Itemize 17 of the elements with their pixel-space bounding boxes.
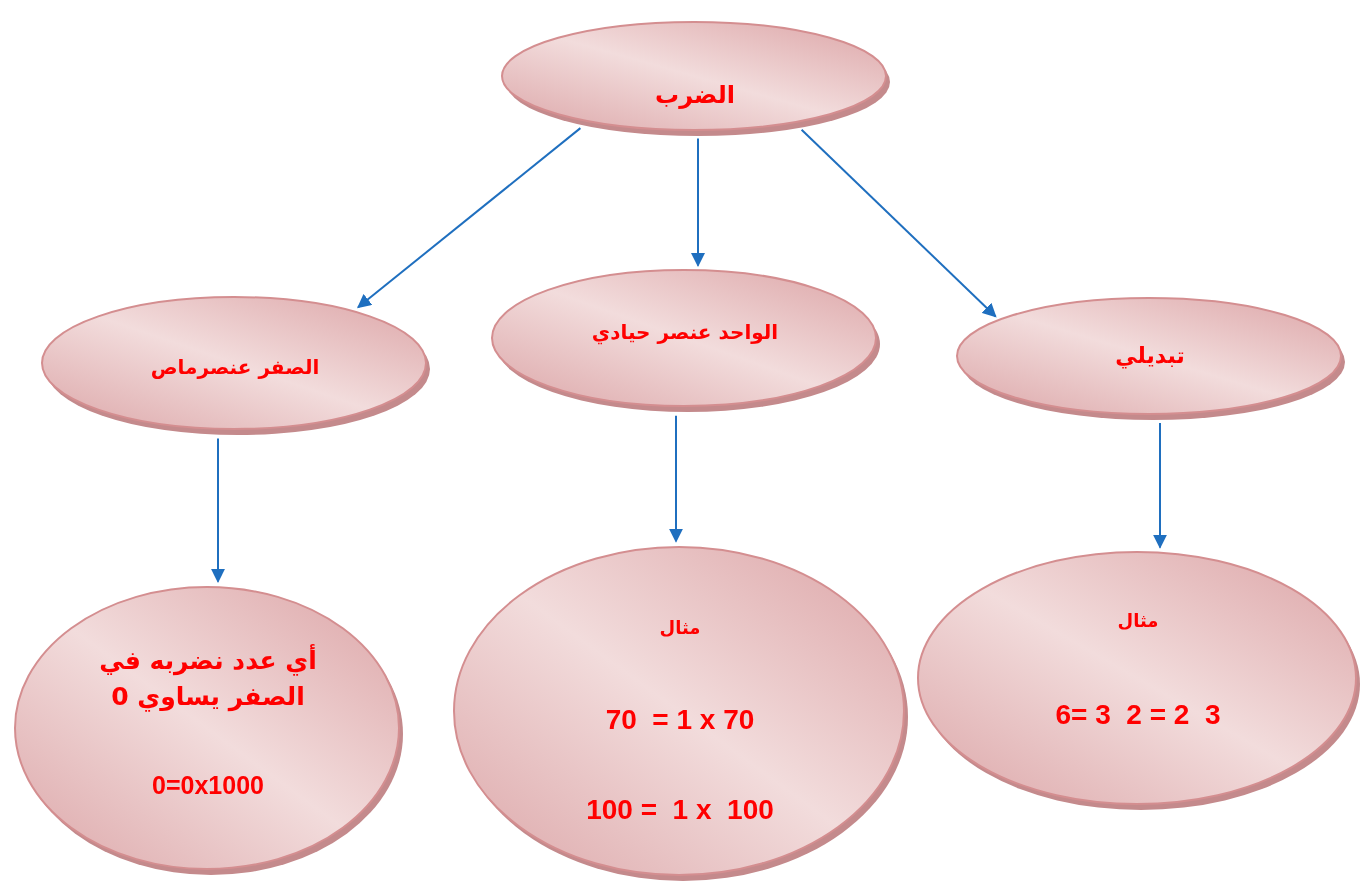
- arrow: [691, 137, 705, 267]
- node-label: الصفر عنصرماص: [150, 354, 320, 381]
- arrow: [669, 414, 683, 543]
- node-label: 70 = 1 x 70: [605, 703, 755, 737]
- node-label: مثال: [1117, 609, 1159, 633]
- arrow: [1153, 422, 1167, 549]
- node-label: 100 = 1 x 100: [586, 793, 774, 827]
- node-label: الضرب: [655, 80, 735, 111]
- node-label: مثال: [659, 616, 701, 640]
- arrow: [800, 128, 997, 318]
- node-label: تبديلي: [1115, 342, 1185, 371]
- arrow: [211, 437, 225, 583]
- node-label: 6= 3 2 = 2 3: [1055, 698, 1221, 732]
- arrow: [357, 127, 582, 309]
- node-label: أي عدد نضربه في الصفر يساوي 0: [98, 643, 318, 714]
- node-label: 0=0x1000: [152, 770, 264, 801]
- node-label: الواحد عنصر حيادي: [591, 319, 779, 347]
